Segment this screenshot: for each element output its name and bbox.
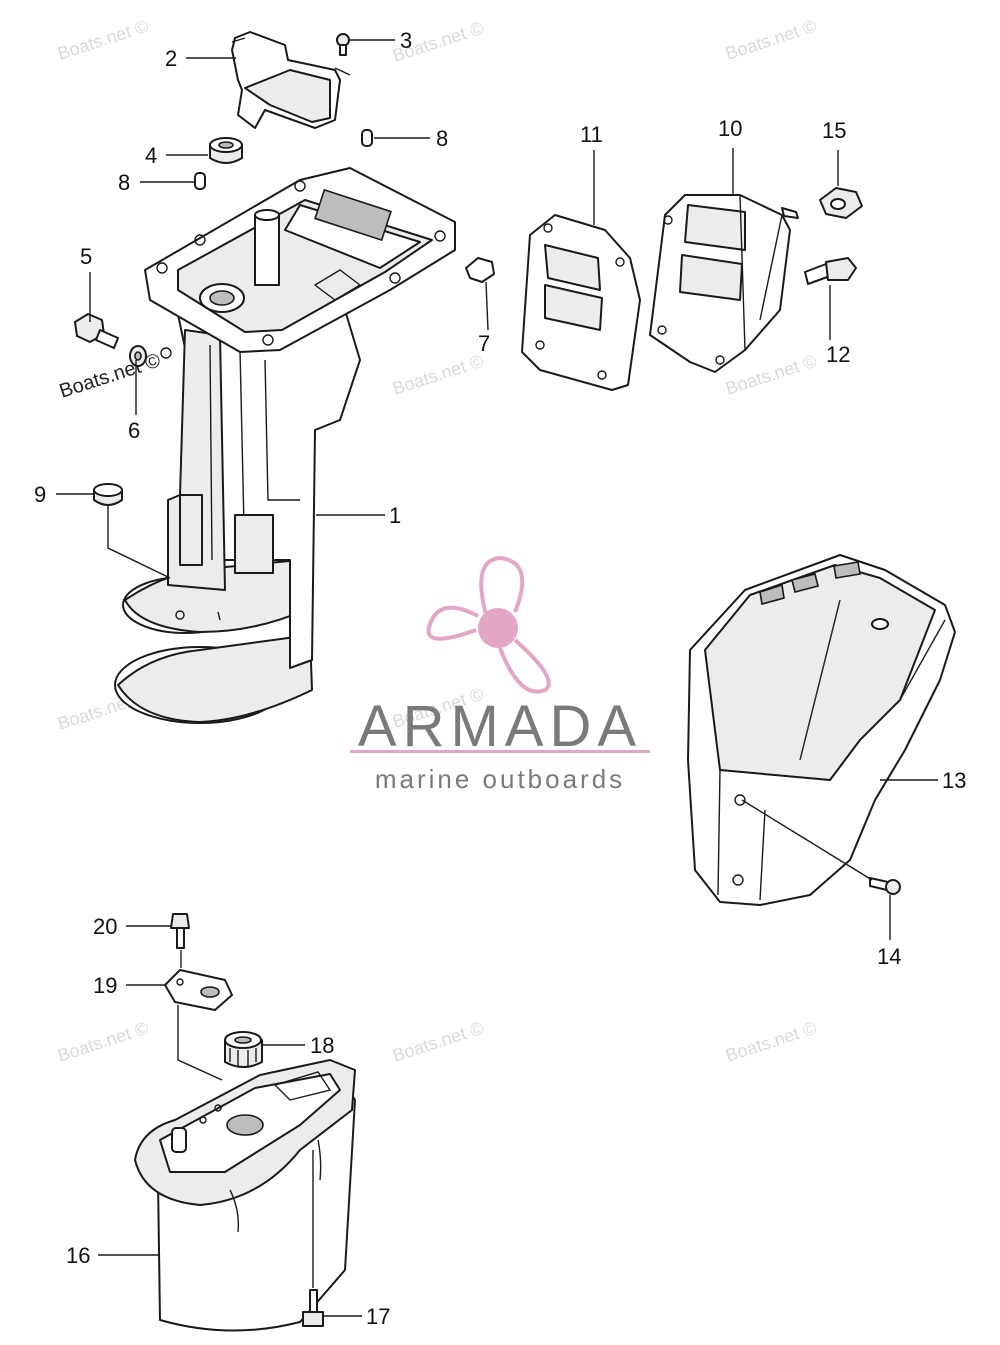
part-16-lower-cover	[134, 1059, 356, 1332]
leader-lines	[56, 39, 938, 1317]
callout-12: 12	[826, 342, 850, 367]
watermark: Boats.net ©	[55, 16, 151, 64]
callout-5: 5	[80, 244, 92, 269]
part-6-washer	[129, 345, 147, 367]
part-14-screw	[869, 877, 901, 895]
callout-2: 2	[165, 46, 177, 71]
callout-7: 7	[478, 331, 490, 356]
part-7-plug	[465, 257, 495, 283]
part-15-nut	[819, 187, 863, 219]
watermark: Boats.net ©	[723, 16, 819, 64]
callout-17: 17	[366, 1304, 390, 1329]
callout-16: 16	[66, 1243, 90, 1268]
propeller-icon	[426, 555, 551, 694]
callout-14: 14	[877, 944, 901, 969]
part-2-bracket	[231, 31, 351, 129]
part-8-dowel-pin	[194, 129, 373, 190]
callout-8: 8	[436, 126, 448, 151]
propeller-hub	[478, 608, 518, 648]
part-3-screw	[336, 33, 350, 56]
callout-3: 3	[400, 28, 412, 53]
watermark-dark: Boats.net ©	[57, 349, 164, 402]
callout-8b: 8	[118, 170, 130, 195]
part-1-driveshaft-housing	[114, 167, 456, 724]
part-20-bolt	[170, 913, 190, 949]
callout-11: 11	[580, 122, 603, 147]
watermark: Boats.net ©	[723, 1018, 819, 1066]
callout-18: 18	[310, 1033, 334, 1058]
callout-15: 15	[822, 118, 846, 143]
armada-logo: ARMADA marine outboards	[350, 555, 650, 794]
part-4-grommet	[209, 137, 243, 164]
watermark: Boats.net ©	[390, 351, 486, 399]
callout-9: 9	[34, 482, 46, 507]
watermark: Boats.net ©	[723, 351, 819, 399]
callout-13: 13	[942, 768, 966, 793]
part-19-plate	[164, 969, 233, 1011]
part-10-exhaust-manifold	[649, 194, 799, 373]
callout-4: 4	[145, 143, 157, 168]
callout-10: 10	[718, 116, 742, 141]
callout-1: 1	[389, 503, 401, 528]
brand-tagline: marine outboards	[375, 764, 625, 794]
callout-6: 6	[128, 418, 140, 443]
callout-labels: 1 2 3 4 5 6 7 8 8 9 10 11 12 13 14 15 16…	[34, 28, 966, 1329]
watermark: Boats.net ©	[55, 1018, 151, 1066]
callout-19: 19	[93, 973, 117, 998]
part-9-rubber-plug	[93, 483, 123, 506]
part-17-bolt	[302, 1289, 324, 1327]
part-18-grommet	[224, 1031, 263, 1068]
part-5-bolt	[74, 313, 119, 349]
brand-name: ARMADA	[358, 694, 642, 759]
callout-20: 20	[93, 914, 117, 939]
part-13-apron-cover	[687, 554, 956, 906]
part-11-gasket	[521, 214, 641, 391]
part-12-fitting	[804, 257, 857, 285]
brand-underline	[350, 750, 650, 753]
watermark: Boats.net ©	[390, 1018, 486, 1066]
